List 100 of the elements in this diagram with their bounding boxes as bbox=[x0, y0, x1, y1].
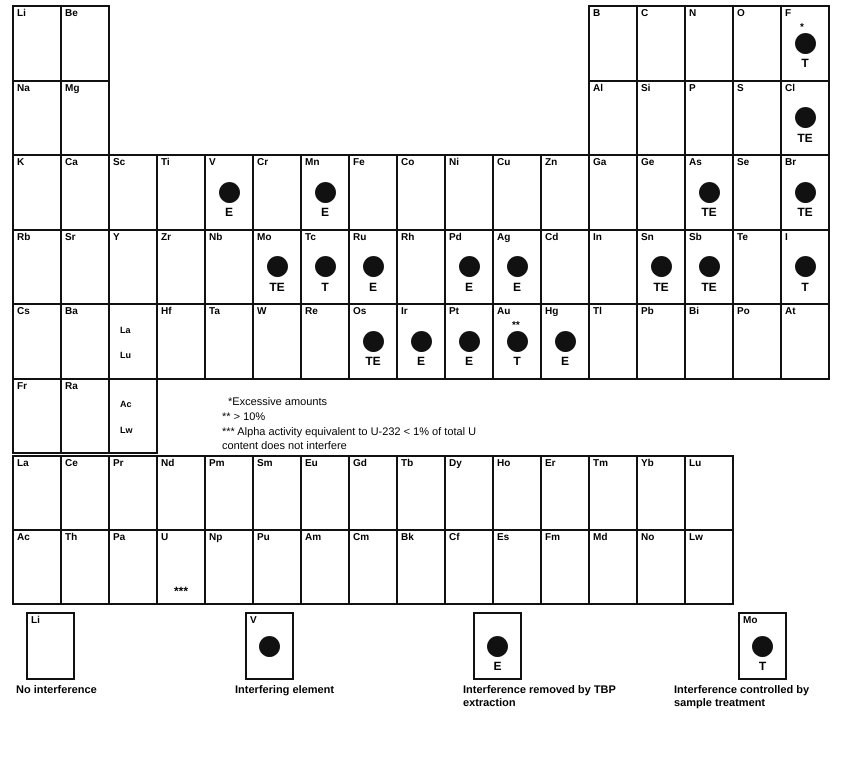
method-code: TE bbox=[268, 280, 286, 294]
interference-dot bbox=[218, 182, 240, 203]
interference-dot bbox=[506, 256, 528, 278]
element-symbol: Li bbox=[17, 8, 26, 19]
element-symbol: Hg bbox=[545, 306, 558, 317]
method-code: TE bbox=[364, 355, 382, 368]
method-code: T bbox=[800, 280, 810, 294]
element-symbol: Cu bbox=[497, 157, 510, 168]
interference-dot bbox=[410, 330, 432, 352]
element-cell bbox=[108, 378, 158, 454]
element-symbol: Ba bbox=[65, 306, 78, 317]
element-cell bbox=[738, 612, 787, 680]
element-symbol: Tc bbox=[305, 232, 316, 242]
method-code: TE bbox=[796, 132, 814, 145]
element-symbol: P bbox=[689, 82, 696, 94]
element-symbol: Yb bbox=[641, 458, 654, 469]
method-code: E bbox=[320, 206, 330, 220]
element-cell bbox=[473, 612, 522, 680]
element-symbol: B bbox=[593, 8, 600, 19]
element-symbol: Cm bbox=[353, 532, 370, 543]
element-symbol: Se bbox=[737, 157, 750, 168]
element-symbol: Ta bbox=[209, 306, 220, 317]
element-symbol: Rb bbox=[17, 232, 30, 242]
element-symbol: Mn bbox=[305, 157, 320, 168]
footnote-mark: * bbox=[800, 23, 804, 34]
element-symbol: Lu bbox=[120, 350, 131, 360]
interference-dot bbox=[794, 256, 816, 278]
element-symbol: Li bbox=[31, 615, 40, 626]
element-symbol: La bbox=[17, 458, 29, 469]
element-symbol: Pu bbox=[257, 532, 270, 543]
element-symbol: No bbox=[641, 532, 654, 543]
method-code: E bbox=[560, 355, 570, 368]
element-symbol: Sb bbox=[689, 232, 702, 242]
element-symbol: Mg bbox=[65, 82, 80, 94]
method-code: E bbox=[464, 355, 474, 368]
element-symbol: Dy bbox=[449, 458, 462, 469]
interference-dot bbox=[794, 32, 816, 54]
legend-caption: Interfering element bbox=[235, 684, 336, 697]
element-symbol: Bk bbox=[401, 532, 414, 543]
element-symbol: Lw bbox=[689, 532, 703, 543]
legend-caption: Interference controlled by sample treatment bbox=[674, 684, 810, 710]
method-code: E bbox=[464, 280, 474, 294]
interference-dot bbox=[314, 182, 336, 203]
element-symbol: Pm bbox=[209, 458, 225, 469]
element-cell bbox=[12, 455, 62, 531]
element-cell bbox=[780, 303, 830, 380]
element-symbol: Fm bbox=[545, 532, 560, 543]
element-symbol: Cr bbox=[257, 157, 268, 168]
interference-dot bbox=[362, 256, 384, 278]
element-symbol: Fr bbox=[17, 380, 27, 392]
element-symbol: Hf bbox=[161, 306, 172, 317]
legend-caption: No interference bbox=[16, 684, 98, 697]
element-symbol: Ga bbox=[593, 157, 606, 168]
interference-dot bbox=[698, 256, 720, 278]
element-symbol: Eu bbox=[305, 458, 318, 469]
element-symbol: Bi bbox=[689, 306, 699, 317]
element-symbol: Th bbox=[65, 532, 78, 543]
element-symbol: Ru bbox=[353, 232, 366, 242]
method-code: T bbox=[320, 280, 330, 294]
element-symbol: Br bbox=[785, 157, 796, 168]
element-symbol: Ac bbox=[17, 532, 30, 543]
element-symbol: Ge bbox=[641, 157, 654, 168]
element-symbol: Rh bbox=[401, 232, 414, 242]
element-symbol: Np bbox=[209, 532, 222, 543]
element-symbol: Pa bbox=[113, 532, 126, 543]
interference-dot bbox=[259, 636, 280, 656]
element-symbol: I bbox=[785, 232, 788, 242]
element-symbol: Pr bbox=[113, 458, 124, 469]
element-symbol: Co bbox=[401, 157, 414, 168]
element-symbol: Pt bbox=[449, 306, 459, 317]
method-code: TE bbox=[700, 280, 718, 294]
element-symbol: Ho bbox=[497, 458, 510, 469]
element-symbol: Pd bbox=[449, 232, 462, 242]
element-symbol: Si bbox=[641, 82, 650, 94]
element-symbol: Sm bbox=[257, 458, 273, 469]
element-symbol: U bbox=[161, 532, 168, 543]
element-symbol: As bbox=[689, 157, 702, 168]
element-symbol: Tl bbox=[593, 306, 602, 317]
element-symbol: Ag bbox=[497, 232, 510, 242]
element-symbol: K bbox=[17, 157, 24, 168]
element-symbol: Tm bbox=[593, 458, 608, 469]
method-code: E bbox=[224, 206, 234, 220]
element-symbol: Zr bbox=[161, 232, 171, 242]
element-symbol: V bbox=[209, 157, 216, 168]
method-code: TE bbox=[652, 280, 670, 294]
element-cell bbox=[780, 5, 830, 82]
element-cell bbox=[12, 5, 62, 82]
method-code: T bbox=[800, 57, 810, 70]
method-code: E bbox=[512, 280, 522, 294]
element-symbol: C bbox=[641, 8, 648, 19]
element-symbol: Ir bbox=[401, 306, 408, 317]
element-symbol: Be bbox=[65, 8, 78, 19]
element-symbol: V bbox=[250, 615, 257, 626]
interference-dot bbox=[362, 330, 384, 352]
element-symbol: Ca bbox=[65, 157, 78, 168]
element-symbol: Md bbox=[593, 532, 608, 543]
element-symbol: Cf bbox=[449, 532, 460, 543]
element-symbol: Nb bbox=[209, 232, 222, 242]
element-symbol: At bbox=[785, 306, 796, 317]
element-symbol: Y bbox=[113, 232, 120, 242]
